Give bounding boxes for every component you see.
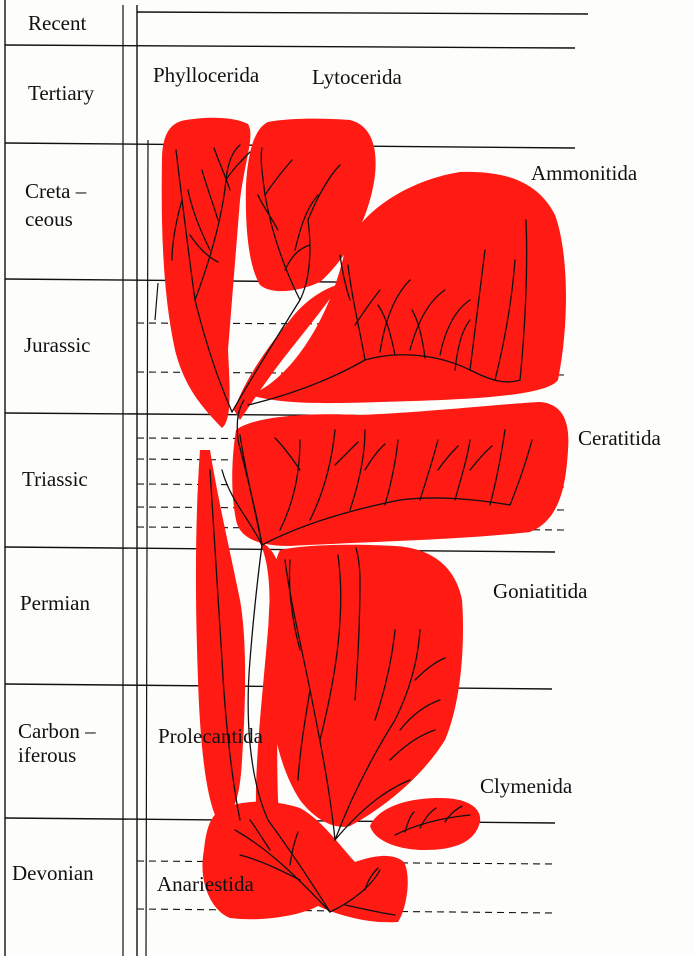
period-label-carboniferous-2: iferous xyxy=(18,743,76,767)
period-label-cretaceous-1: Creta – xyxy=(25,179,87,203)
taxon-label-prolecantida: Prolecantida xyxy=(158,724,264,748)
taxon-label-lytocerida: Lytocerida xyxy=(312,65,402,89)
period-label-carboniferous-1: Carbon – xyxy=(18,719,96,743)
taxon-label-ceratitida: Ceratitida xyxy=(578,426,661,450)
ruler-vertical-3 xyxy=(155,283,158,320)
boundary-recent-tertiary xyxy=(5,45,575,48)
taxon-label-goniatitida: Goniatitida xyxy=(493,579,588,603)
taxon-label-anariestida: Anariestida xyxy=(157,872,254,896)
clade-goniatitida xyxy=(268,545,463,827)
clade-regions xyxy=(162,118,569,923)
top-rule xyxy=(137,12,588,14)
period-label-recent: Recent xyxy=(28,11,86,35)
period-labels: Recent Tertiary Creta – ceous Jurassic T… xyxy=(12,11,96,885)
period-label-cretaceous-2: ceous xyxy=(25,207,73,231)
taxon-label-clymenida: Clymenida xyxy=(480,774,573,798)
period-label-permian: Permian xyxy=(20,591,90,615)
taxon-label-ammonitida: Ammonitida xyxy=(531,161,638,185)
taxon-label-phyllocerida: Phyllocerida xyxy=(153,63,260,87)
clade-phyllocerida xyxy=(162,118,251,428)
period-label-triassic: Triassic xyxy=(22,467,88,491)
inner-ruler xyxy=(123,5,158,956)
period-label-tertiary: Tertiary xyxy=(28,81,95,105)
period-label-jurassic: Jurassic xyxy=(24,333,91,357)
period-label-devonian: Devonian xyxy=(12,861,94,885)
